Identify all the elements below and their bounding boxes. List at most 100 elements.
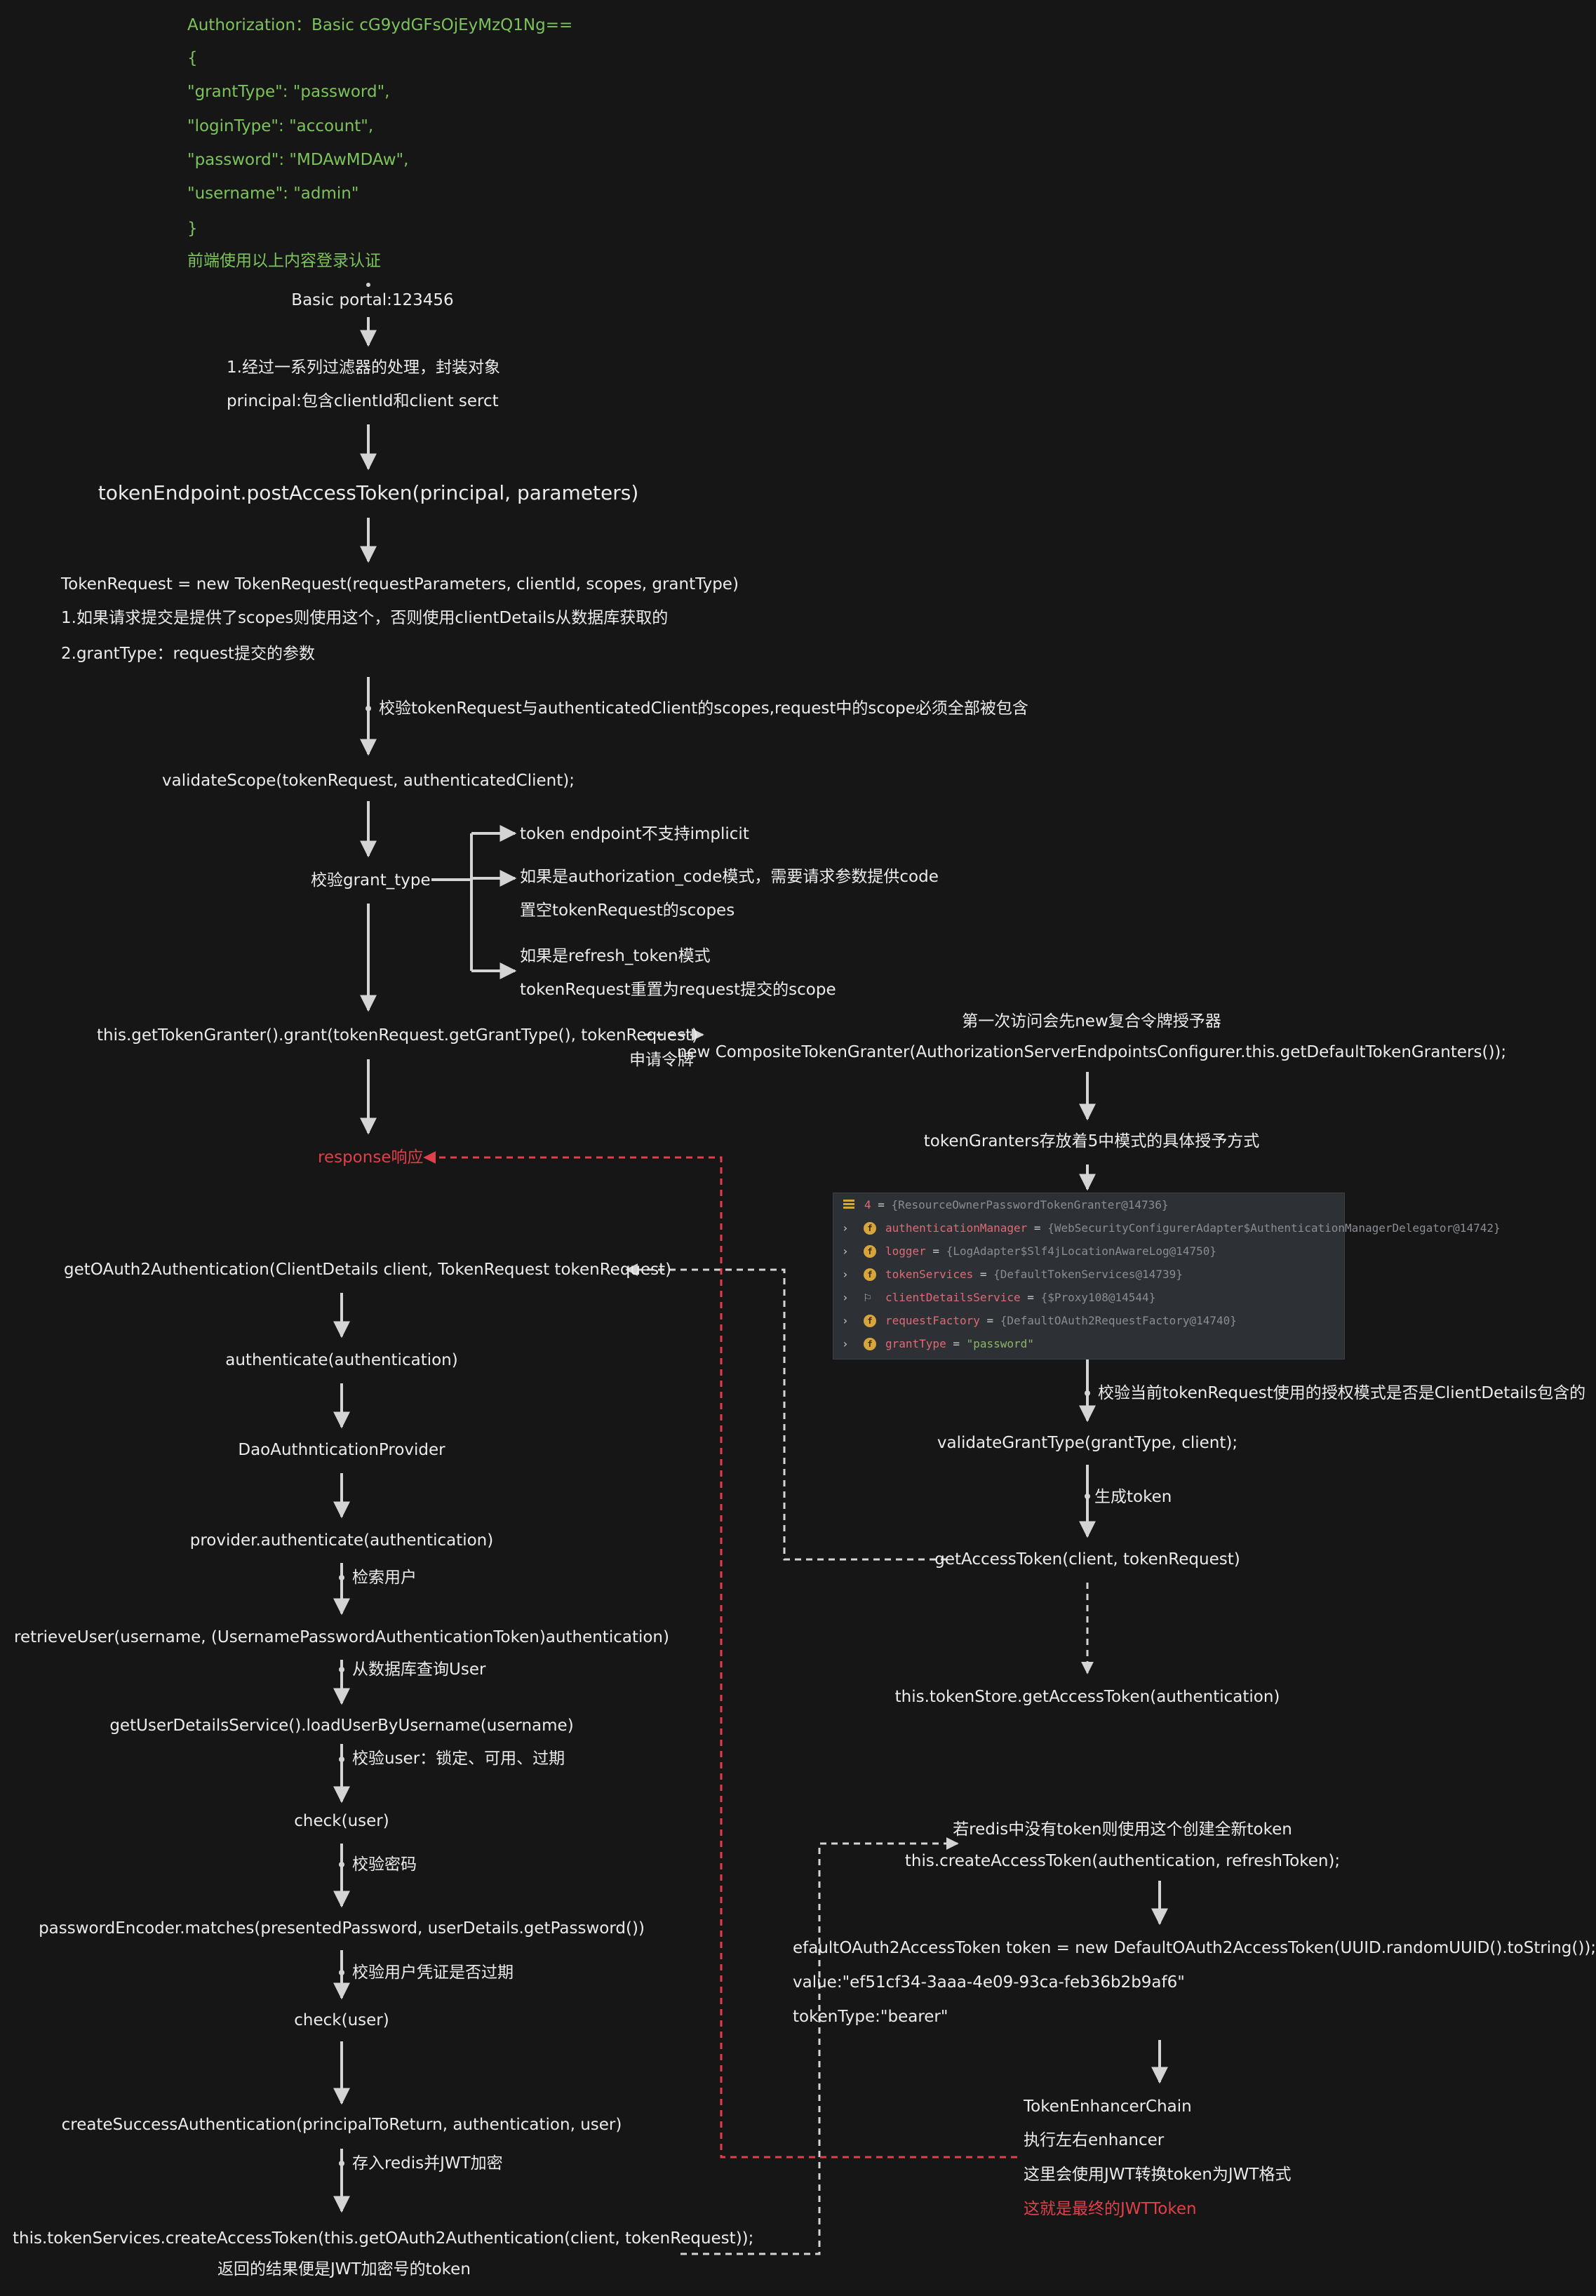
token-store-get-node: this.tokenStore.getAccessToken(authentic…: [894, 1688, 1280, 1706]
debugger-index: 4: [864, 1198, 871, 1211]
junction-dot: [339, 2161, 344, 2166]
check-password-label: 校验密码: [352, 1855, 417, 1874]
field-icon: f: [864, 1315, 876, 1327]
field-key: tokenServices: [885, 1268, 974, 1281]
redis-none-label: 若redis中没有token则使用这个创建全新token: [953, 1820, 1292, 1839]
field-value: {DefaultTokenServices@14739}: [993, 1268, 1183, 1281]
grant-type-check-node: 校验grant_type: [311, 871, 431, 889]
scope-check-label: 校验tokenRequest与authenticatedClient的scope…: [379, 699, 1028, 718]
debugger-variables-panel: 4 = {ResourceOwnerPasswordTokenGranter@1…: [833, 1193, 1501, 1360]
default-token-line2: value:"ef51cf34-3aaa-4e09-93ca-feb36b2b9…: [793, 1973, 1185, 1992]
field-key: clientDetailsService: [885, 1291, 1021, 1304]
query-db-label: 从数据库查询User: [352, 1660, 486, 1679]
field-value: "password": [966, 1337, 1034, 1350]
junction-dot: [1085, 1493, 1090, 1499]
json-login-type: "loginType": "account",: [187, 117, 374, 135]
branch-refresh-line1: 如果是refresh_token模式: [520, 947, 711, 965]
create-success-auth-node: createSuccessAuthentication(principalToR…: [61, 2116, 622, 2134]
response-node: response响应: [318, 1148, 424, 1167]
generate-token-label: 生成token: [1094, 1488, 1172, 1506]
basic-portal-node: Basic portal:123456: [291, 291, 454, 309]
store-redis-label: 存入redis并JWT加密: [352, 2154, 503, 2173]
default-token-line1: efaultOAuth2AccessToken token = new Defa…: [793, 1939, 1596, 1957]
provider-authenticate-node: provider.authenticate(authentication): [189, 1531, 494, 1550]
token-request-line2: 1.如果请求提交是提供了scopes则使用这个，否则使用clientDetail…: [61, 609, 669, 627]
filter-note-line2: principal:包含clientId和client serct: [227, 392, 499, 410]
get-access-token-node: getAccessToken(client, tokenRequest): [934, 1550, 1240, 1569]
retrieve-user-node: retrieveUser(username, (UsernamePassword…: [14, 1628, 669, 1646]
grant-type-validate-label: 校验当前tokenRequest使用的授权模式是否是ClientDetails包…: [1098, 1384, 1586, 1402]
request-caption: 前端使用以上内容登录认证: [187, 252, 381, 270]
branch-spine: [431, 833, 473, 971]
debugger-header-row: 4 = {ResourceOwnerPasswordTokenGranter@1…: [833, 1193, 1344, 1216]
password-matches-node: passwordEncoder.matches(presentedPasswor…: [39, 1919, 645, 1938]
junction-dot: [366, 283, 370, 287]
branch-code-line1: 如果是authorization_code模式，需要请求参数提供code: [520, 868, 939, 886]
create-access-token-call-node: this.tokenServices.createAccessToken(thi…: [13, 2229, 754, 2248]
check-user-node-1: check(user): [294, 1812, 389, 1830]
grant-call-node: this.getTokenGranter().grant(tokenReques…: [97, 1026, 698, 1045]
field-icon: f: [864, 1245, 876, 1258]
dashed-getaccesstoken-to-oauth2: [625, 1263, 947, 1561]
enhancer-line1: TokenEnhancerChain: [1024, 2097, 1192, 2116]
json-open-brace: {: [187, 49, 198, 67]
debugger-header-value: {ResourceOwnerPasswordTokenGranter@14736…: [891, 1198, 1169, 1211]
json-password: "password": "MDAwMDAw",: [187, 151, 409, 169]
branch-implicit: token endpoint不支持implicit: [520, 825, 749, 843]
validate-grant-type-node: validateGrantType(grantType, client);: [937, 1434, 1238, 1452]
field-key: authenticationManager: [885, 1221, 1028, 1235]
branch-refresh-line2: tokenRequest重置为request提交的scope: [520, 981, 836, 999]
chevron-right-icon[interactable]: ›: [842, 1291, 849, 1304]
credentials-expired-label: 校验用户凭证是否过期: [352, 1963, 514, 1982]
field-icon: f: [864, 1222, 876, 1235]
json-close-brace: }: [187, 220, 198, 238]
chevron-right-icon[interactable]: ›: [842, 1314, 849, 1327]
dao-provider-node: DaoAuthnticationProvider: [238, 1441, 445, 1459]
enhancer-line2: 执行左右enhancer: [1024, 2131, 1165, 2149]
junction-dot: [1085, 1390, 1090, 1396]
debugger-field-row[interactable]: › ⚐ clientDetailsService = {$Proxy108@14…: [833, 1286, 1344, 1309]
junction-dot: [339, 1757, 344, 1762]
field-key: grantType: [885, 1337, 946, 1350]
authenticate-node: authenticate(authentication): [225, 1351, 458, 1369]
dashed-enhancer-to-response: [423, 1151, 1017, 2159]
result-caption: 返回的结果便是JWT加密号的token: [217, 2260, 471, 2278]
first-visit-label: 第一次访问会先new复合令牌授予器: [962, 1012, 1221, 1030]
field-icon: f: [864, 1268, 876, 1281]
field-icon: f: [864, 1338, 876, 1350]
debugger-field-row[interactable]: › f grantType = "password": [833, 1332, 1344, 1355]
json-username: "username": "admin": [187, 184, 359, 203]
filter-note-line1: 1.经过一系列过滤器的处理，封装对象: [227, 358, 500, 377]
chevron-right-icon[interactable]: ›: [842, 1337, 849, 1350]
debugger-field-row[interactable]: › f tokenServices = {DefaultTokenService…: [833, 1263, 1344, 1286]
junction-dot: [339, 1970, 344, 1975]
debugger-field-row[interactable]: › f authenticationManager = {WebSecurity…: [833, 1216, 1501, 1240]
field-key: requestFactory: [885, 1314, 980, 1327]
debugger-field-row[interactable]: › f requestFactory = {DefaultOAuth2Reque…: [833, 1309, 1344, 1332]
field-key: logger: [885, 1244, 926, 1258]
check-user-node-2: check(user): [294, 2011, 389, 2029]
chevron-right-icon[interactable]: ›: [842, 1244, 849, 1258]
chevron-right-icon[interactable]: ›: [842, 1268, 849, 1281]
default-token-line3: tokenType:"bearer": [793, 2008, 948, 2026]
enhancer-line3: 这里会使用JWT转换token为JWT格式: [1024, 2166, 1292, 2184]
junction-dot: [366, 706, 371, 711]
apply-token-label: 申请令牌: [629, 1051, 694, 1069]
list-icon: [843, 1200, 854, 1209]
flag-icon: ⚐: [864, 1290, 871, 1305]
enhancer-line4: 这就是最终的JWTToken: [1024, 2200, 1197, 2218]
composite-granter-node: new CompositeTokenGranter(AuthorizationS…: [676, 1043, 1507, 1061]
validate-scope-node: validateScope(tokenRequest, authenticate…: [162, 772, 575, 790]
junction-dot: [339, 1667, 344, 1672]
chevron-right-icon[interactable]: ›: [842, 1221, 849, 1235]
json-grant-type: "grantType": "password",: [187, 83, 390, 101]
token-request-line3: 2.grantType：request提交的参数: [61, 645, 315, 663]
field-value: {$Proxy108@14544}: [1040, 1291, 1156, 1304]
field-value: {LogAdapter$Slf4jLocationAwareLog@14750}: [946, 1244, 1217, 1258]
debugger-field-row[interactable]: › f logger = {LogAdapter$Slf4jLocationAw…: [833, 1240, 1344, 1263]
check-user-label: 校验user：锁定、可用、过期: [352, 1750, 565, 1768]
auth-header-text: Authorization：Basic cG9ydGFsOjEyMzQ1Ng==: [187, 16, 573, 34]
dashed-createaccesstoken-to-create: [680, 1837, 959, 2255]
junction-dot: [339, 1575, 344, 1580]
